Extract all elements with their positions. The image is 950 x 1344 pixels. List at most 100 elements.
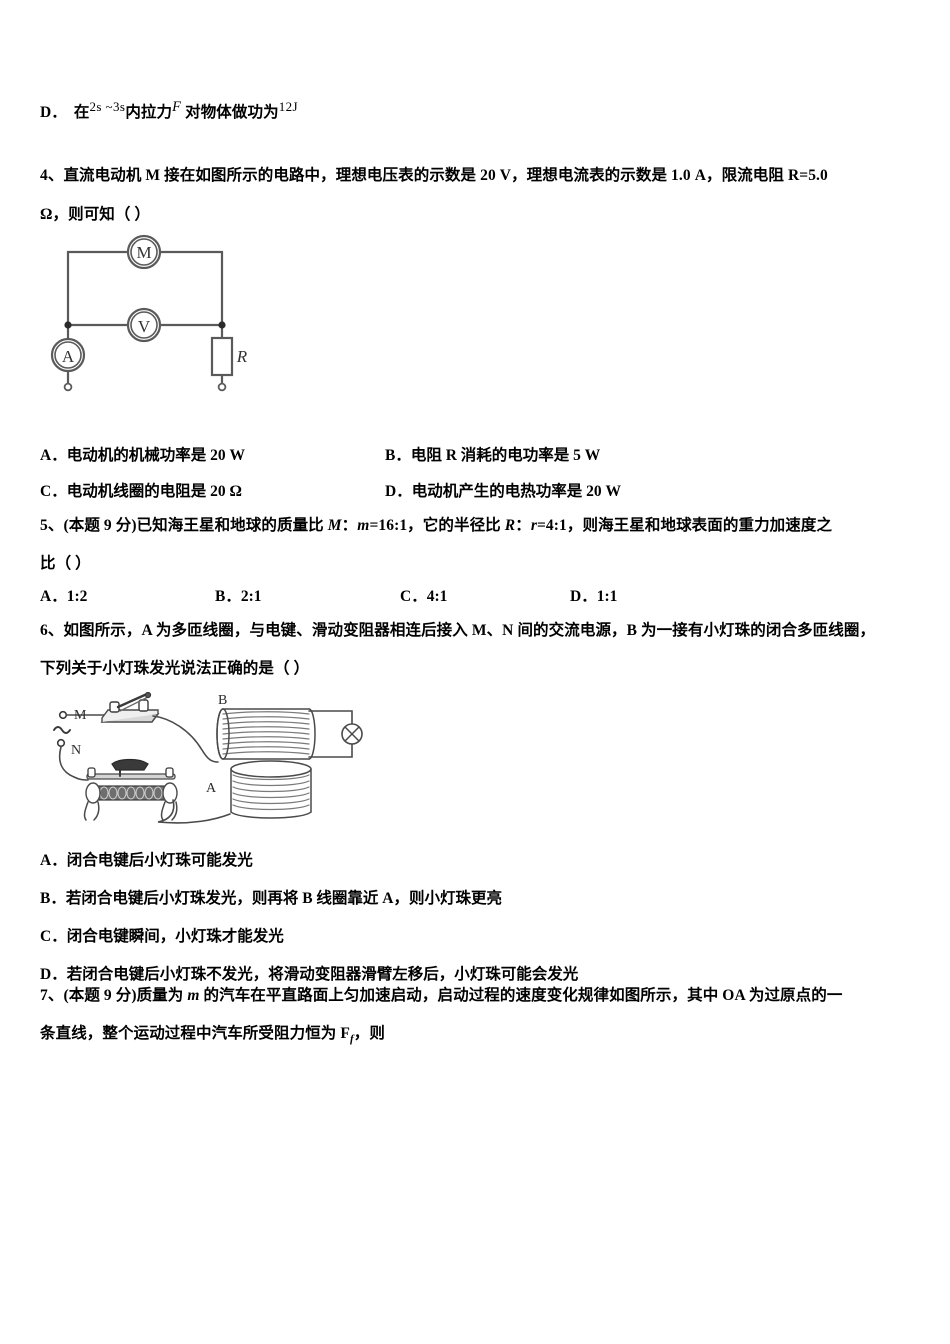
mutual-induction-diagram: M N B A bbox=[53, 692, 363, 824]
question-4-stem-line-1: 4、直流电动机 M 接在如图所示的电路中，理想电压表的示数是 20 V，理想电流… bbox=[40, 168, 828, 184]
question-4-option-c[interactable]: C．电动机线圈的电阻是 20 Ω bbox=[40, 479, 242, 501]
question-5-stem-text-c: =16:1，它的半径比 bbox=[369, 517, 505, 534]
option-text: 电动机产生的电热功率是 20 W bbox=[411, 483, 621, 500]
question-5-stem-text-b: ： bbox=[341, 517, 358, 534]
option-text: 电动机线圈的电阻是 20 Ω bbox=[66, 483, 242, 500]
mass-variable-M: M bbox=[327, 517, 342, 534]
coil-a bbox=[230, 760, 312, 819]
question-4-stem-line-2: Ω，则可知（ ） bbox=[40, 207, 150, 223]
option-key: C． bbox=[400, 588, 427, 605]
friction-force-symbol: F bbox=[340, 1025, 350, 1042]
label-terminal-n: N bbox=[71, 743, 81, 758]
option-key: A． bbox=[40, 852, 67, 869]
terminal-right bbox=[217, 382, 227, 392]
question-5-stem-text-a: 已知海王星和地球的质量比 bbox=[136, 517, 328, 534]
question-4-option-d[interactable]: D．电动机产生的电热功率是 20 W bbox=[385, 479, 621, 501]
label-coil-b: B bbox=[218, 693, 227, 708]
question-7-number: 7、 bbox=[40, 987, 64, 1004]
option-key: D． bbox=[40, 966, 67, 983]
mass-variable-m: m bbox=[357, 517, 370, 534]
terminal-left bbox=[63, 382, 73, 392]
resistor-label: R bbox=[236, 347, 248, 366]
time-range-superscript: 2s ~3s bbox=[89, 99, 126, 114]
ammeter-label: A bbox=[62, 347, 75, 366]
option-key: D． bbox=[385, 483, 412, 500]
question-5-option-a[interactable]: A．1:2 bbox=[40, 584, 87, 606]
option-text: 电阻 R 消耗的电功率是 5 W bbox=[410, 447, 601, 464]
question-6-option-c[interactable]: C．闭合电键瞬间，小灯珠才能发光 bbox=[40, 924, 284, 946]
option-text: 闭合电键瞬间，小灯珠才能发光 bbox=[66, 928, 284, 945]
question-7-stem-text-c: 条直线，整个运动过程中汽车所受阻力恒为 bbox=[40, 1025, 341, 1042]
label-coil-a: A bbox=[206, 781, 217, 796]
friction-force-subscript: f bbox=[349, 1033, 354, 1046]
option-key: B． bbox=[385, 447, 411, 464]
option-text: 4:1 bbox=[426, 588, 448, 605]
option-text-part-2: 内拉力 bbox=[125, 104, 173, 122]
option-text: 若闭合电键后小灯珠不发光，将滑动变阻器滑臂左移后，小灯珠可能会发光 bbox=[66, 966, 579, 983]
question-5-stem-text-e: =4:1，则海王星和地球表面的重力加速度之 bbox=[536, 517, 833, 534]
question-5-points: (本题 9 分) bbox=[63, 517, 137, 534]
radius-variable-R: R bbox=[504, 517, 516, 534]
question-7-stem-line-2: 条直线，整个运动过程中汽车所受阻力恒为 Ff，则 bbox=[40, 1026, 385, 1045]
question-7-stem-text-d: ，则 bbox=[353, 1025, 385, 1042]
question-4-stem-text-1: 直流电动机 M 接在如图所示的电路中，理想电压表的示数是 20 V，理想电流表的… bbox=[63, 167, 828, 184]
option-text: 电动机的机械功率是 20 W bbox=[66, 447, 245, 464]
option-key: A． bbox=[40, 588, 67, 605]
question-4-figure: M V A R bbox=[42, 228, 272, 393]
question-5-option-b[interactable]: B．2:1 bbox=[215, 584, 262, 606]
question-5-number: 5、 bbox=[40, 517, 64, 534]
rheostat bbox=[83, 758, 178, 821]
option-key: D． bbox=[570, 588, 597, 605]
option-text: 闭合电键后小灯珠可能发光 bbox=[66, 852, 253, 869]
question-6-option-d[interactable]: D．若闭合电键后小灯珠不发光，将滑动变阻器滑臂左移后，小灯珠可能会发光 bbox=[40, 962, 578, 984]
option-text: 若闭合电键后小灯珠发光，则再将 B 线圈靠近 A，则小灯珠更亮 bbox=[65, 890, 503, 907]
question-6-stem-line-1: 6、如图所示，A 为多匝线圈，与电键、滑动变阻器相连后接入 M、N 间的交流电源… bbox=[40, 623, 875, 639]
question-5-stem-line-1: 5、(本题 9 分)已知海王星和地球的质量比 M：m=16:1，它的半径比 R：… bbox=[40, 518, 832, 534]
question-7-stem-text-b: 的汽车在平直路面上匀加速启动，启动过程的速度变化规律如图所示，其中 OA 为过原… bbox=[199, 987, 843, 1004]
mass-variable-m: m bbox=[187, 987, 200, 1004]
question-7-stem-text-a: 质量为 bbox=[136, 987, 188, 1004]
question-4-number: 4、 bbox=[40, 167, 64, 184]
ac-source-symbol bbox=[53, 726, 71, 734]
option-key: B． bbox=[40, 890, 66, 907]
option-key: A． bbox=[40, 447, 67, 464]
question-4-option-a[interactable]: A．电动机的机械功率是 20 W bbox=[40, 443, 245, 465]
resistor-symbol: R bbox=[210, 336, 248, 377]
question-6-stem-text-1: 如图所示，A 为多匝线圈，与电键、滑动变阻器相连后接入 M、N 间的交流电源，B… bbox=[63, 622, 876, 639]
work-value-superscript: 12J bbox=[278, 99, 298, 114]
motor-label: M bbox=[136, 243, 151, 262]
question-6-figure: M N B A bbox=[40, 692, 380, 832]
force-symbol-superscript: F bbox=[172, 99, 182, 115]
knife-switch bbox=[100, 692, 160, 723]
question-7-points: (本题 9 分) bbox=[63, 987, 137, 1004]
question-5-option-c[interactable]: C．4:1 bbox=[400, 584, 447, 606]
wire-coilb-lamp-bottom bbox=[308, 743, 353, 758]
question-6-stem-line-2: 下列关于小灯珠发光说法正确的是（ ） bbox=[40, 661, 309, 677]
option-text: 1:2 bbox=[66, 588, 88, 605]
label-terminal-m: M bbox=[74, 708, 87, 723]
question-5-stem-text-2: 比（ ） bbox=[40, 555, 91, 572]
question-6-stem-text-2: 下列关于小灯珠发光说法正确的是（ ） bbox=[40, 660, 310, 677]
junction-dot-left bbox=[64, 321, 72, 329]
option-text-part-1: 在 bbox=[73, 104, 90, 122]
question-6-option-a[interactable]: A．闭合电键后小灯珠可能发光 bbox=[40, 848, 253, 870]
voltmeter-symbol: V bbox=[126, 307, 162, 343]
question-6-option-b[interactable]: B．若闭合电键后小灯珠发光，则再将 B 线圈靠近 A，则小灯珠更亮 bbox=[40, 886, 502, 908]
question-4-option-b[interactable]: B．电阻 R 消耗的电功率是 5 W bbox=[385, 443, 600, 465]
wire-switch-to-coil-b bbox=[152, 715, 219, 763]
wire-n-to-rheostat bbox=[58, 746, 89, 781]
question-5-option-d[interactable]: D．1:1 bbox=[570, 584, 617, 606]
option-text: 2:1 bbox=[240, 588, 262, 605]
question-5-stem-line-2: 比（ ） bbox=[40, 556, 91, 572]
coil-b bbox=[216, 708, 316, 760]
radius-variable-r: r bbox=[530, 517, 537, 534]
wire-top-right bbox=[158, 250, 224, 327]
option-key: C． bbox=[40, 928, 67, 945]
junction-dot-right bbox=[218, 321, 226, 329]
question-7-stem-line-1: 7、(本题 9 分)质量为 m 的汽车在平直路面上匀加速启动，启动过程的速度变化… bbox=[40, 988, 842, 1004]
option-text-part-3: 对物体做功为 bbox=[185, 104, 279, 122]
lamp-symbol bbox=[341, 723, 363, 745]
dc-motor-circuit-diagram: M V A R bbox=[50, 234, 248, 392]
